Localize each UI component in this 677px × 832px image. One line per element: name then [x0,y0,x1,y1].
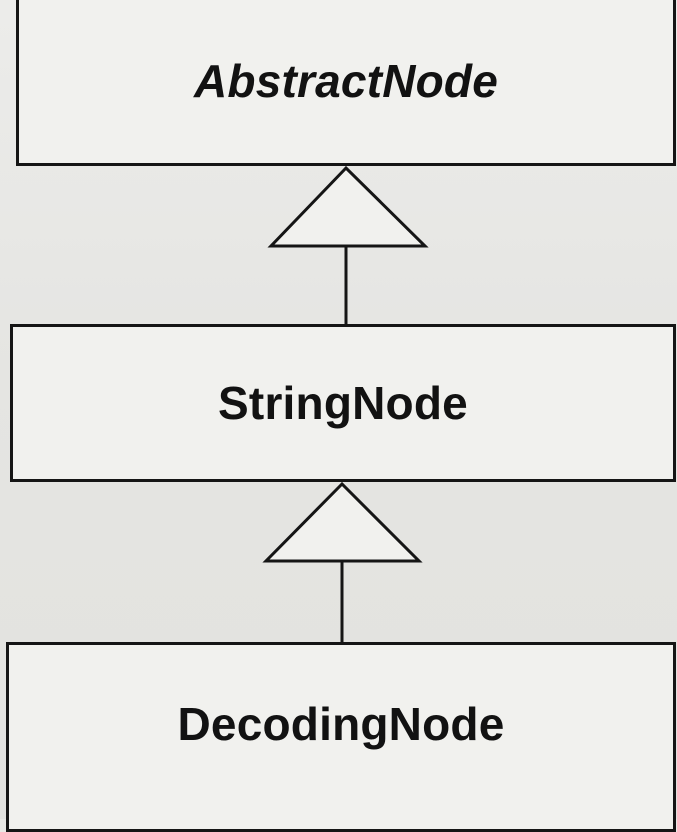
decoding-node-class-name: DecodingNode [177,698,505,750]
abstract-node-class-box: AbstractNode [16,0,676,166]
decoding-to-string-arrowhead [262,481,423,563]
decoding-to-string-generalization [262,481,423,642]
decoding-node-class-box: DecodingNode [6,642,676,832]
string-to-abstract-arrowhead [267,165,429,248]
string-node-class-name: StringNode [218,377,468,429]
abstract-node-class-name: AbstractNode [193,55,498,107]
string-to-abstract-generalization [267,165,429,324]
string-node-class-box: StringNode [10,324,676,482]
